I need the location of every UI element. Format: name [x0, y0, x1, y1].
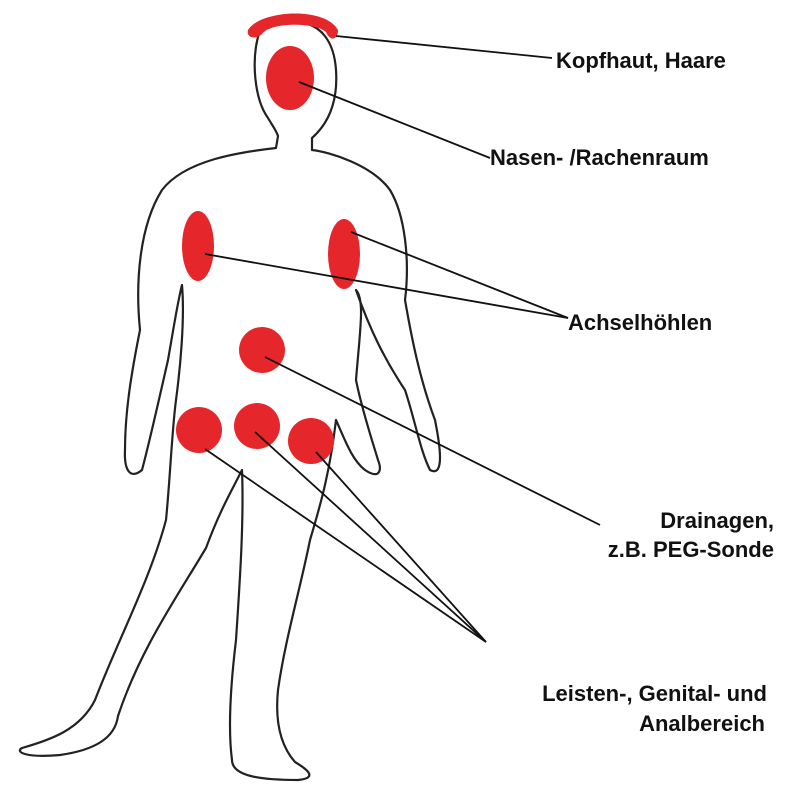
groin-right-marker [288, 418, 334, 464]
groin-left-marker [176, 407, 222, 453]
drainage-label-line2: z.B. PEG-Sonde [608, 537, 774, 563]
genital-marker [234, 403, 280, 449]
scalp-leader [336, 36, 552, 58]
left-armpit-marker [182, 211, 214, 281]
drainage-marker [239, 327, 285, 373]
nose-throat-marker [266, 46, 314, 110]
groin-label-line1: Leisten-, Genital- und [542, 681, 767, 707]
groin-right-leader [316, 452, 486, 642]
armpits-label: Achselhöhlen [568, 310, 712, 336]
scalp-label: Kopfhaut, Haare [556, 48, 726, 74]
nose-throat-label: Nasen- /Rachenraum [490, 145, 709, 171]
groin-label-line2: Analbereich [639, 711, 765, 737]
body-outline [20, 21, 440, 780]
drainage-label-line1: Drainagen, [660, 508, 774, 534]
